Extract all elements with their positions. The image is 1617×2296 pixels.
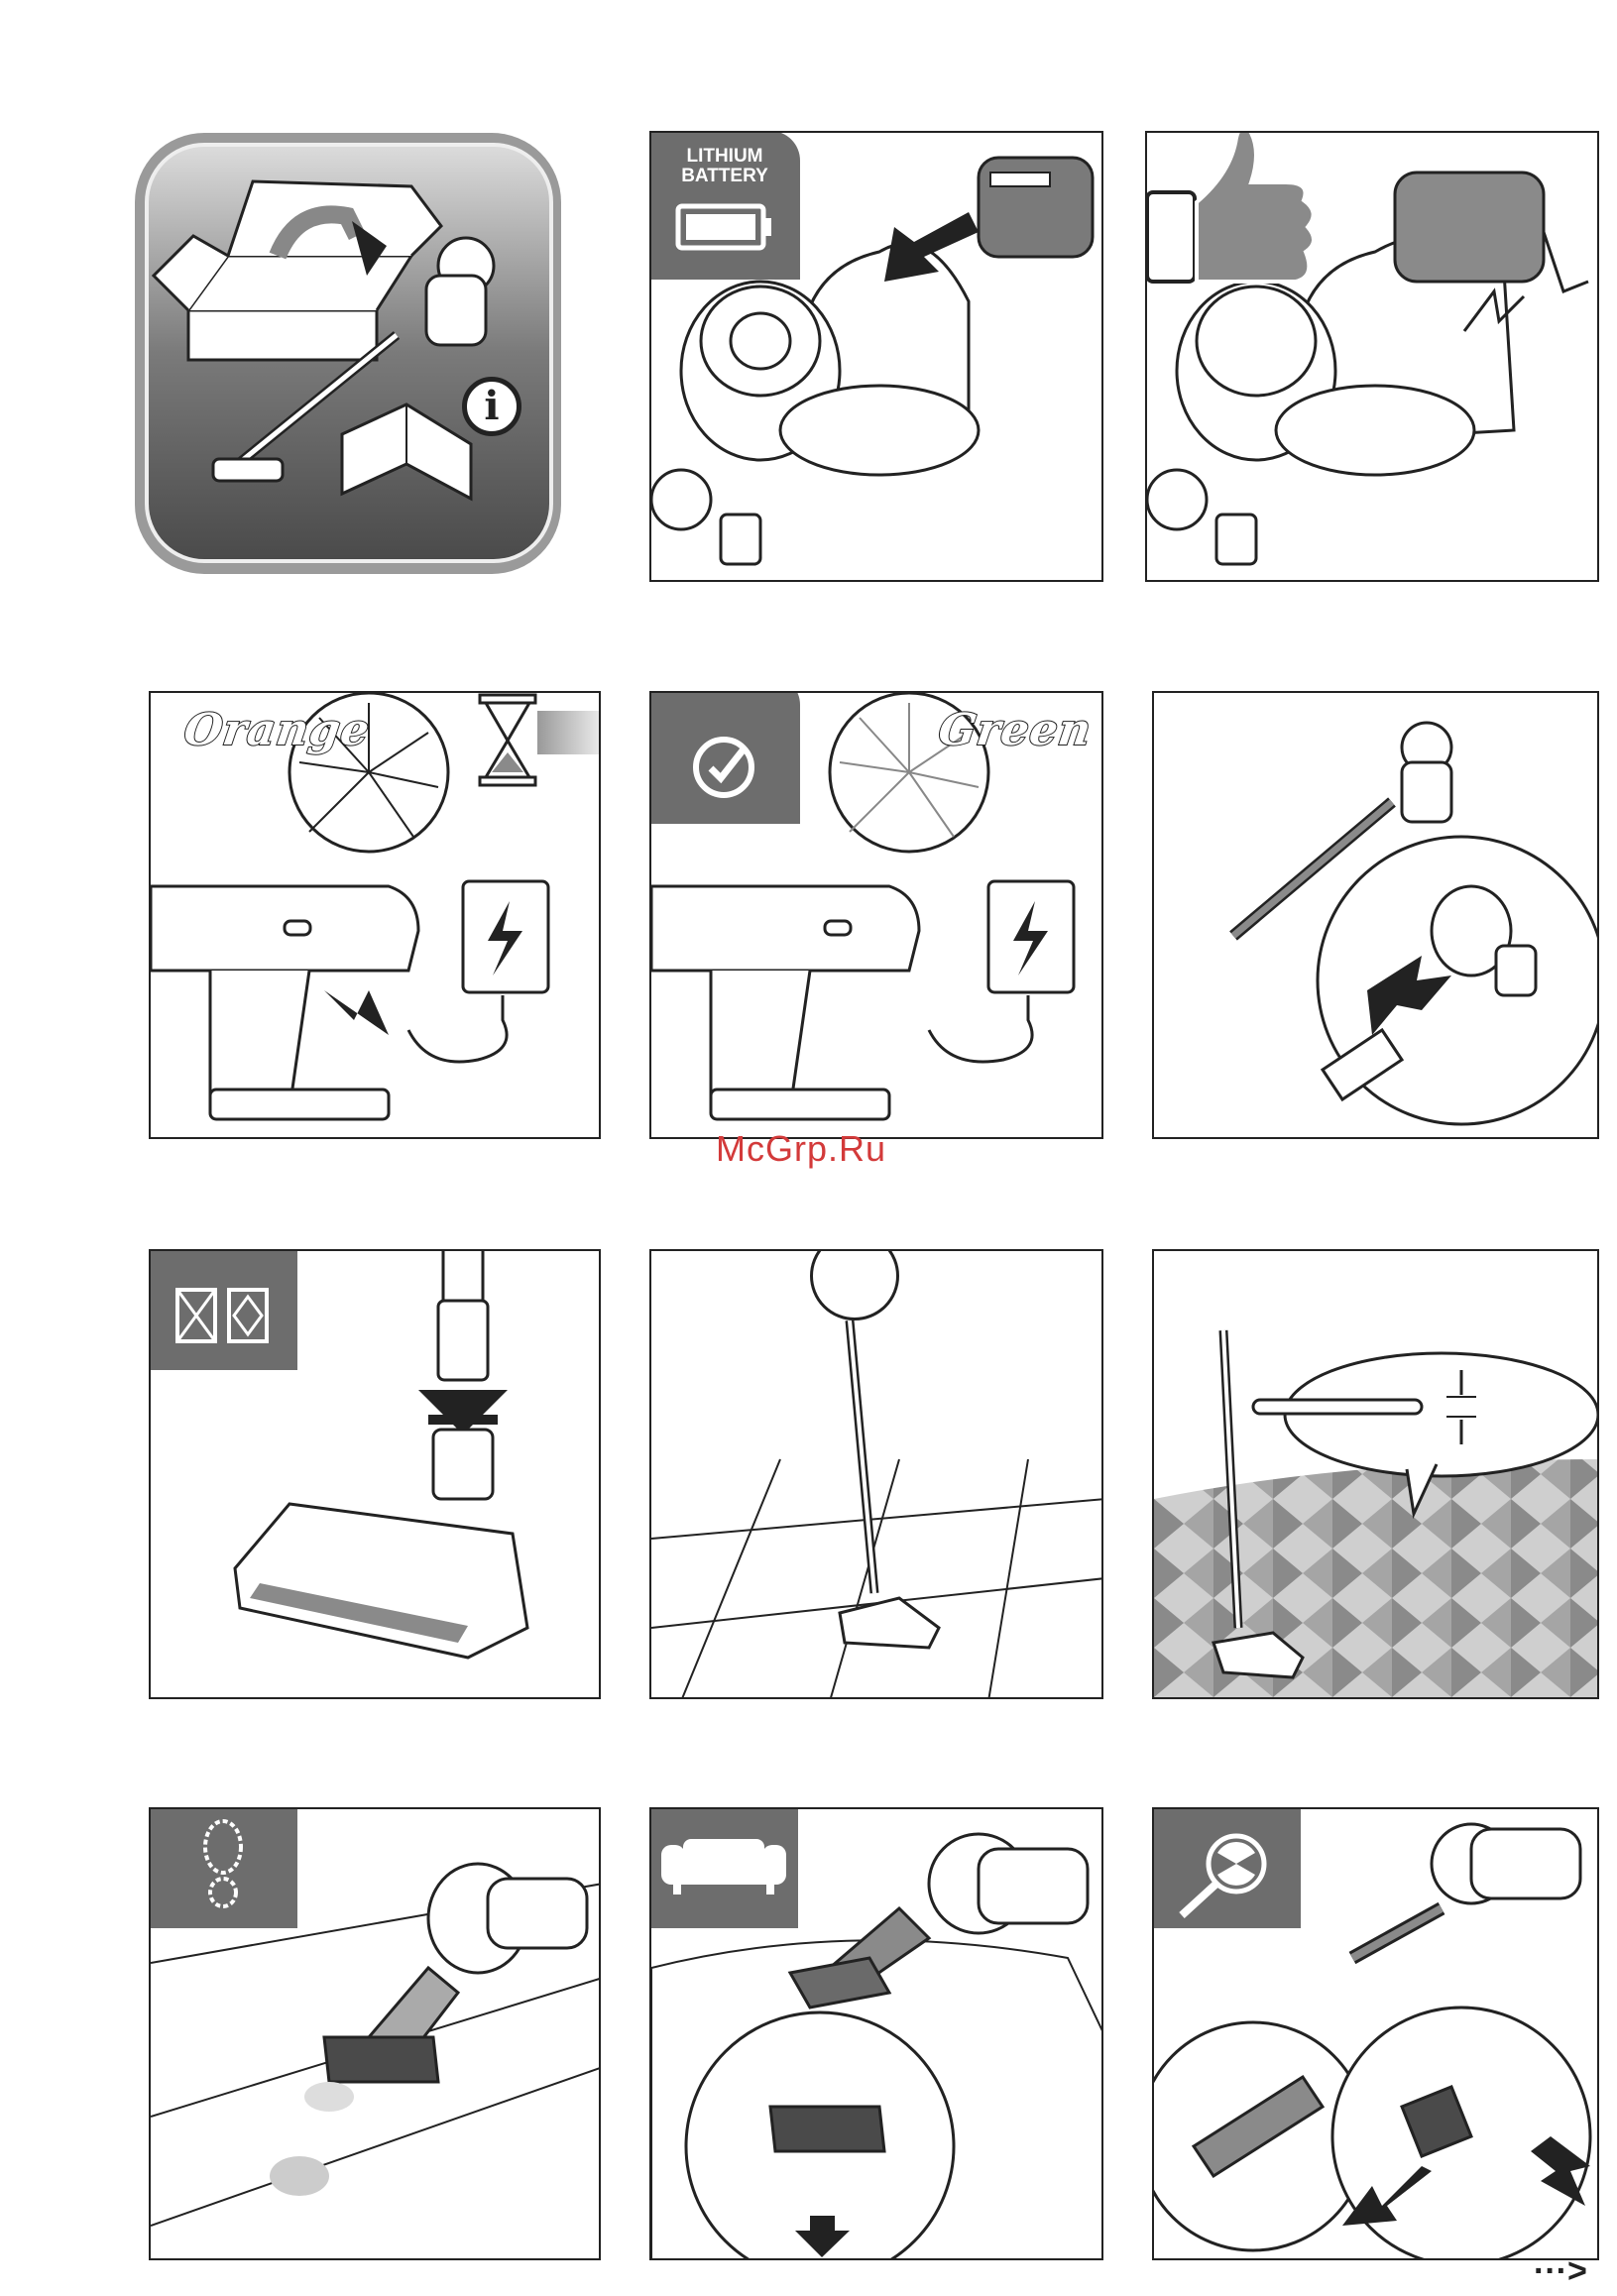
thumbs-up-icon xyxy=(1145,131,1326,291)
check-icon xyxy=(689,733,758,802)
progress-gradient-bar xyxy=(537,711,601,754)
charging-orange-panel: Orange xyxy=(149,691,601,1139)
battery-icon xyxy=(674,202,773,252)
accessory-tools-panel xyxy=(1152,1807,1599,2260)
hard-floor-panel xyxy=(649,1249,1103,1699)
watermark-text: McGrp.Ru xyxy=(716,1128,886,1170)
lithium-battery-tab: LITHIUM BATTERY xyxy=(649,131,800,280)
stairs-tab xyxy=(149,1807,297,1928)
info-icon: i xyxy=(462,377,521,436)
battery-locked-panel xyxy=(1145,131,1599,582)
green-led-label: Green xyxy=(936,705,1096,755)
battery-label: LITHIUM BATTERY xyxy=(669,147,780,186)
battery-insert-panel: LITHIUM BATTERY xyxy=(649,131,1103,582)
floor-type-tab xyxy=(149,1249,297,1370)
battery-label-line1: LITHIUM xyxy=(669,147,780,167)
hard-floor-icon xyxy=(174,1287,274,1344)
attach-floor-head-panel xyxy=(149,1249,601,1699)
orange-led-label: Orange xyxy=(180,705,373,755)
stairs-panel xyxy=(149,1807,601,2260)
attach-tube-panel xyxy=(1152,691,1599,1139)
charge-complete-tab xyxy=(649,691,800,824)
carpet-brush-panel xyxy=(1152,1249,1599,1699)
hourglass-icon xyxy=(478,693,537,787)
upholstery-tab xyxy=(649,1807,798,1928)
shoe-print-icon xyxy=(198,1819,248,1908)
charged-green-panel: Green xyxy=(649,691,1103,1139)
next-page-arrow[interactable]: ···> xyxy=(1534,2252,1587,2291)
upholstery-panel xyxy=(649,1807,1103,2260)
info-icon-glyph: i xyxy=(484,383,499,429)
battery-label-line2: BATTERY xyxy=(669,167,780,186)
accessory-tab xyxy=(1152,1807,1301,1928)
unboxing-instruction-tile: i xyxy=(129,127,570,583)
sofa-icon xyxy=(661,1837,786,1896)
magnifier-icon xyxy=(1172,1824,1281,1923)
